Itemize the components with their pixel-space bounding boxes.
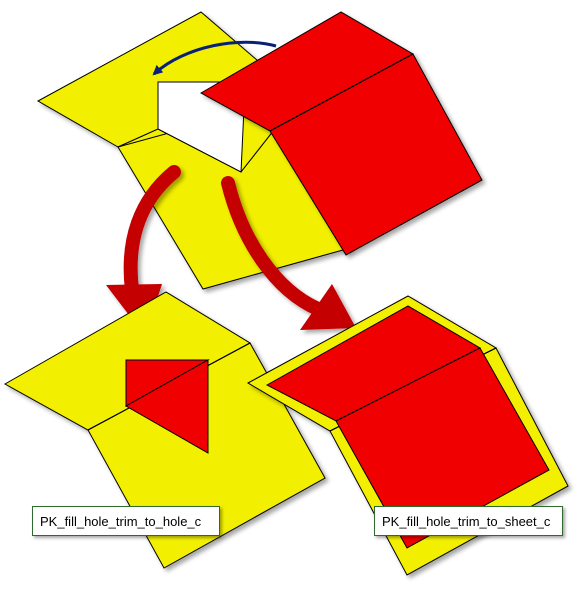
label-trim-to-sheet: PK_fill_hole_trim_to_sheet_c [374,506,563,536]
insert-arrow [152,40,277,76]
trim-sheet-patch-lower [335,347,550,549]
arrow-to-trim-sheet [221,176,356,330]
trim-hole-patch-lower [124,359,209,454]
fill-patch [199,11,483,256]
label-trim-to-hole: PK_fill_hole_trim_to_hole_c [32,506,220,536]
arrow-to-trim-sheet-shaft [221,176,325,316]
arrow-to-trim-sheet-head [300,284,356,330]
fill-patch-crease [269,53,414,132]
arrow-to-trim-hole-shaft [123,165,181,297]
